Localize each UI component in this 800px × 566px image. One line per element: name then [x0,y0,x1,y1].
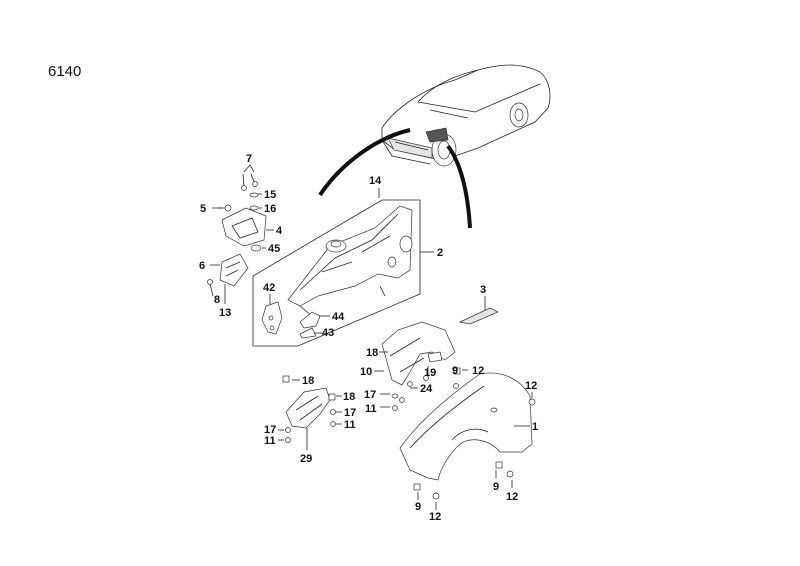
label-17-a: 17 [364,389,376,401]
label-12-c: 12 [506,491,518,503]
label-1: 1 [532,421,538,433]
bracket-42 [261,301,283,335]
leader-lines [210,164,533,510]
front-liner-29 [282,375,336,429]
page-code: 6140 [48,63,81,80]
label-17-c: 17 [264,424,276,436]
bracket-6 [219,253,249,287]
label-18-c: 18 [343,391,355,403]
callout-arcs [318,128,472,229]
label-8: 8 [214,294,220,306]
label-9-a: 9 [452,365,458,377]
bracket-43 [299,327,317,339]
nut-45 [250,244,262,252]
label-43: 43 [322,327,334,339]
label-11-a: 11 [365,403,377,415]
label-13: 13 [219,307,231,319]
label-11-c: 11 [264,435,276,447]
clip-19-24 [407,375,429,387]
label-5: 5 [200,203,206,215]
apron-assembly-frame [252,199,421,347]
front-fender-1 [399,372,533,481]
label-12-b: 12 [525,380,537,392]
label-45: 45 [268,243,280,255]
fender-fasteners [413,367,536,500]
label-19: 19 [424,367,436,379]
label-24: 24 [420,383,433,395]
fasteners-17-11 [391,393,405,411]
fender-liner-10 [381,321,456,386]
label-3: 3 [480,284,486,296]
label-44: 44 [332,311,345,323]
apron-assembly [287,205,413,317]
label-9-b: 9 [493,481,499,493]
support-bracket-4 [221,207,267,247]
label-2: 2 [437,247,443,259]
label-6: 6 [199,260,205,272]
car-silhouette [381,64,551,167]
label-10: 10 [360,366,372,378]
bracket-44 [299,311,321,329]
label-18-b: 18 [302,375,314,387]
brace-3 [458,307,499,325]
label-16: 16 [264,203,276,215]
label-15: 15 [264,189,276,201]
label-18-a: 18 [366,347,378,359]
label-4: 4 [276,225,283,237]
washer-15 [249,192,259,198]
label-9-c: 9 [415,501,421,513]
label-12-a: 12 [472,365,484,377]
label-29: 29 [300,453,312,465]
washer-16 [249,205,259,211]
bolt-8 [207,279,214,297]
label-42: 42 [263,282,275,294]
label-12-d: 12 [429,511,441,523]
fasteners-29 [285,409,336,443]
label-17-b: 17 [344,407,356,419]
label-7: 7 [246,153,252,165]
part-labels: 1 2 3 4 5 6 7 8 9 9 9 10 11 11 11 12 12 … [199,153,538,523]
label-14: 14 [369,175,382,187]
label-11-b: 11 [344,419,356,431]
bolts-7 [241,173,258,191]
